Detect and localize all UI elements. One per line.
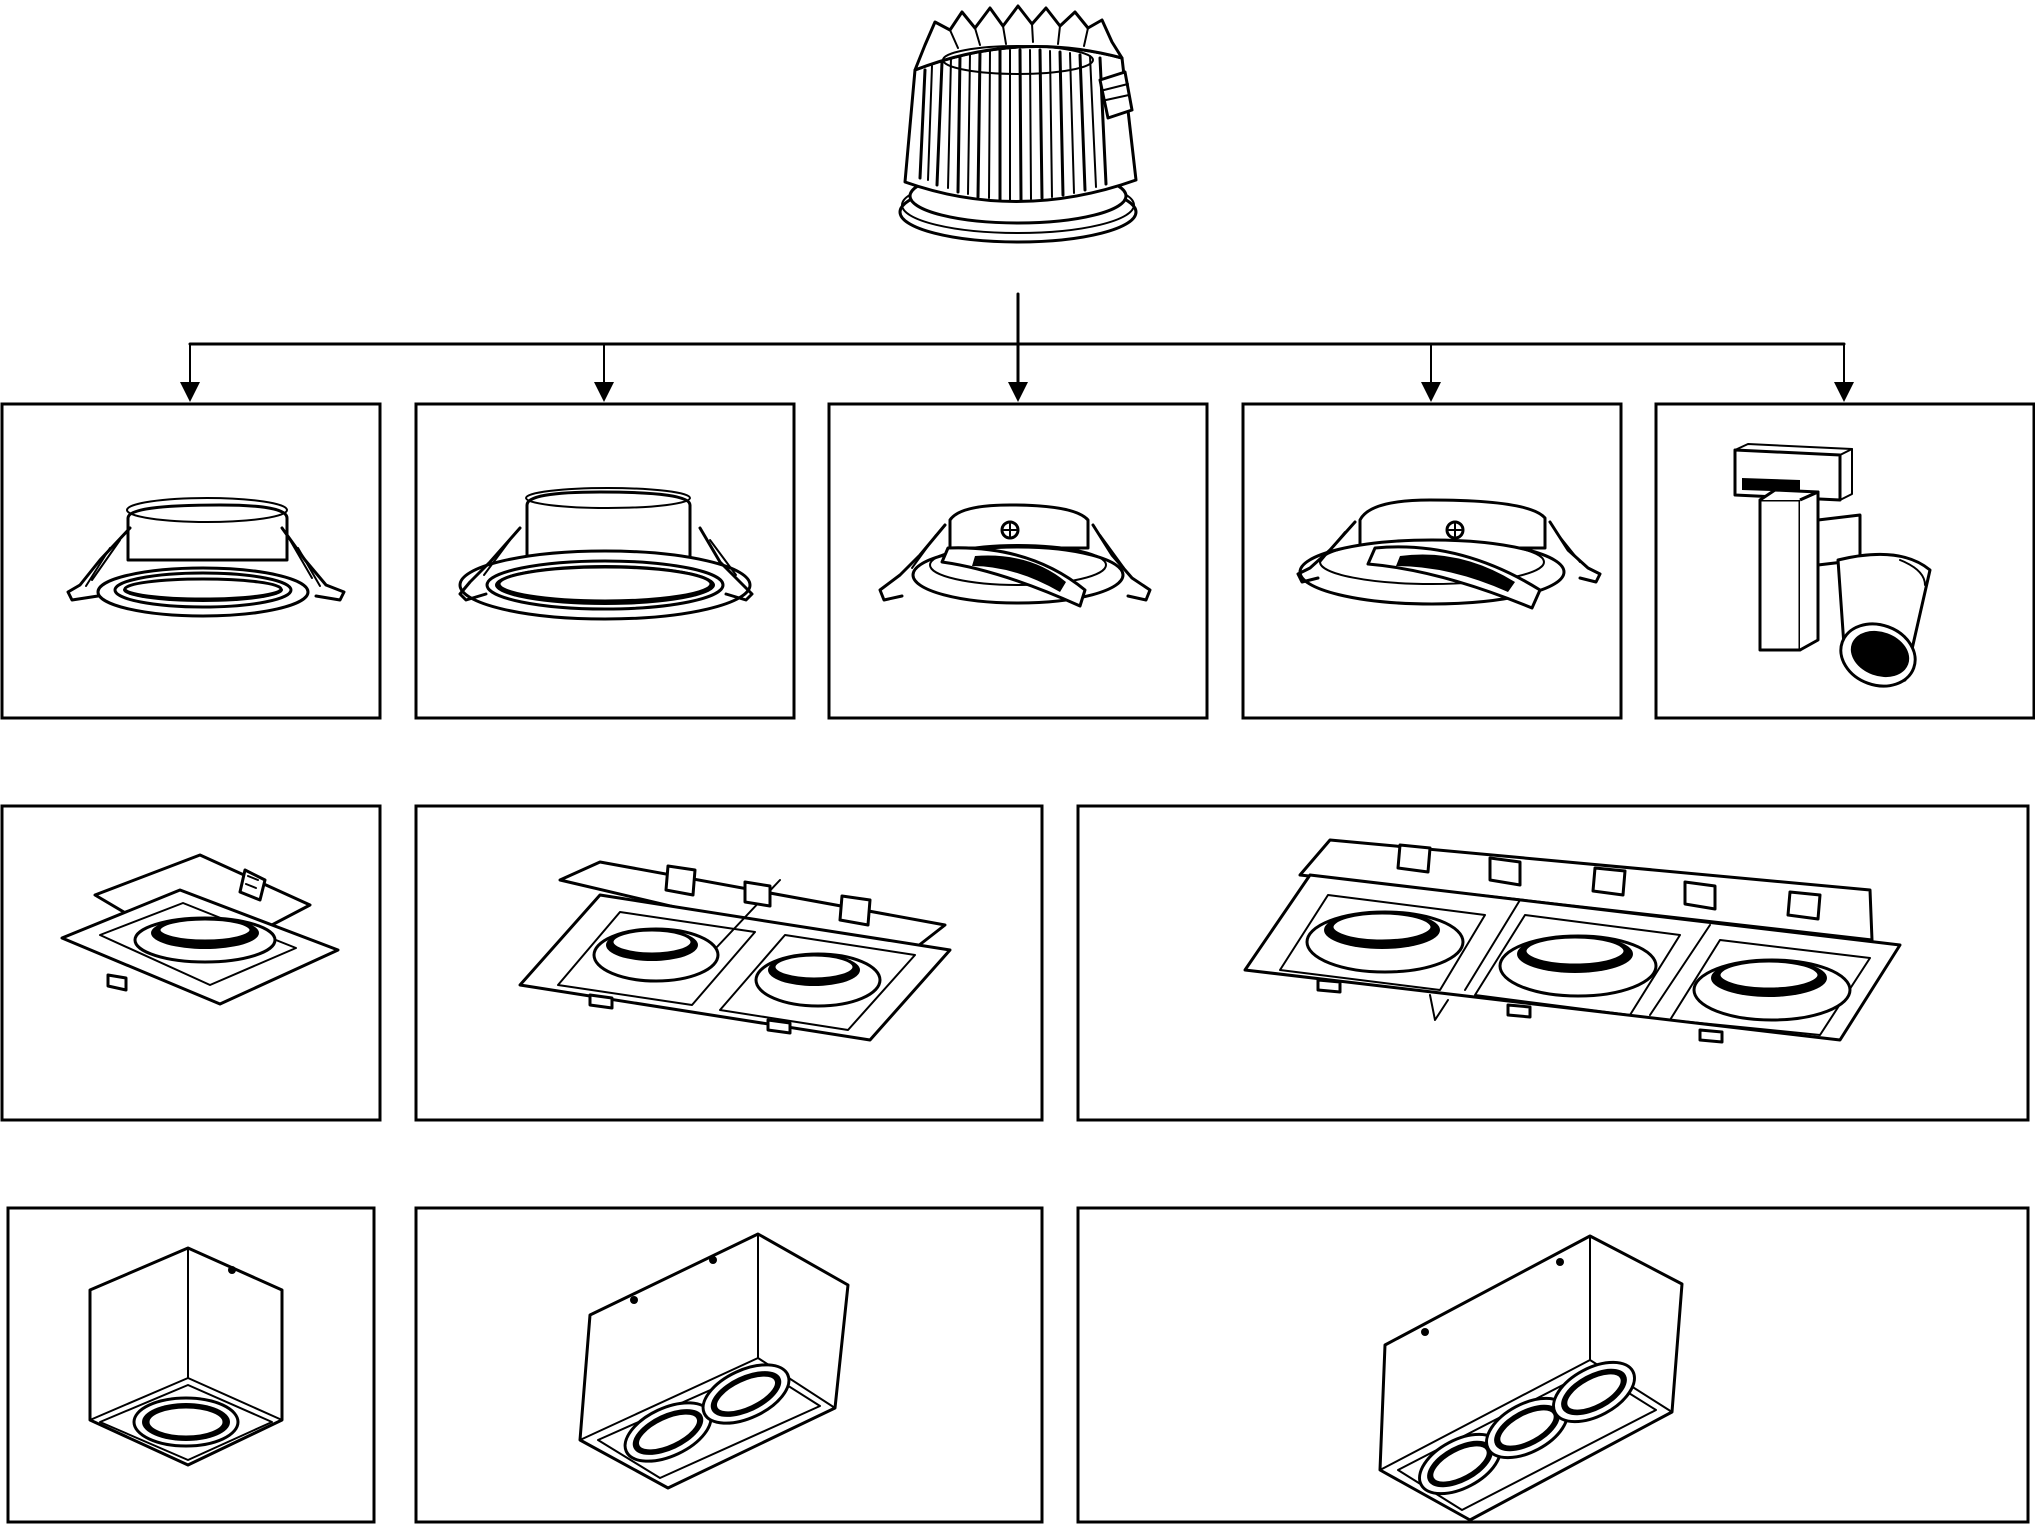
arrow-icon — [1834, 382, 1854, 402]
frame-row1-5 — [1654, 402, 2035, 720]
frame-row3-1 — [6, 1206, 376, 1524]
frame-row1-3 — [827, 402, 1209, 720]
surface-box-triple-head-icon — [1378, 1234, 1684, 1522]
surface-box-single-head-icon — [88, 1246, 284, 1467]
frame-row2-1 — [0, 804, 382, 1122]
distribution-connectors — [180, 292, 1854, 402]
arrow-icon — [1421, 382, 1441, 402]
frame-row1-1 — [0, 402, 382, 720]
recessed-gimbal-downlight-small-icon — [878, 503, 1152, 608]
recessed-gimbal-downlight-large-icon — [1296, 498, 1602, 610]
arrow-icon — [180, 382, 200, 402]
square-trimless-single-head-icon — [60, 853, 340, 1006]
frame-row1-4 — [1241, 402, 1623, 720]
surface-box-double-head-icon — [578, 1232, 850, 1490]
frame-row2-2 — [414, 804, 1044, 1122]
led-module-heatsink-icon — [898, 4, 1138, 244]
arrow-icon — [594, 382, 614, 402]
frame-row1-2 — [414, 402, 796, 720]
frame-row3-3 — [1076, 1206, 2030, 1524]
square-trimless-triple-head-icon — [1243, 838, 1902, 1044]
frame-row2-3 — [1076, 804, 2030, 1122]
arrow-icon — [1008, 382, 1028, 402]
recessed-round-downlight-small-icon — [66, 497, 346, 618]
track-spotlight-icon — [1733, 443, 1932, 688]
recessed-round-downlight-large-icon — [458, 487, 754, 621]
frame-row3-2 — [414, 1206, 1044, 1524]
square-trimless-double-head-icon — [518, 860, 952, 1042]
